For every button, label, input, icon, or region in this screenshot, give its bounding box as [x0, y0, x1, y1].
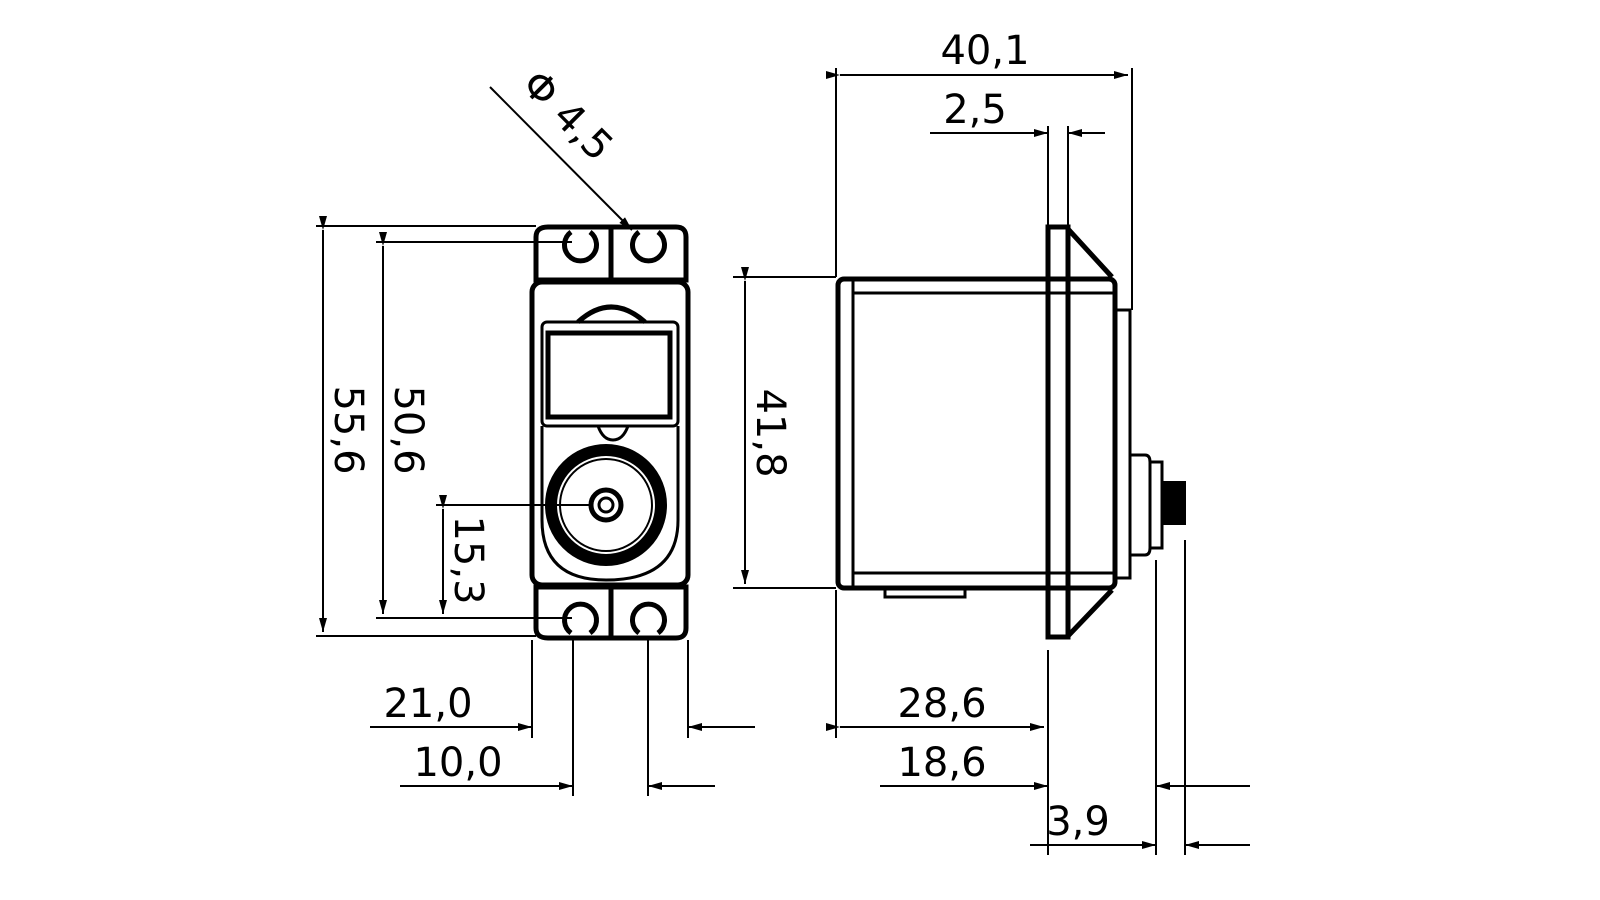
- dim-flange-thickness: 2,5: [943, 87, 1007, 133]
- dim-overall-depth: 40,1: [940, 28, 1029, 74]
- output-shaft: [1162, 481, 1186, 525]
- body-outline: [529, 279, 691, 588]
- dim-shaft-length: 3,9: [1046, 799, 1110, 845]
- bottom-flange: [533, 584, 689, 641]
- side-dimensions: 40,1 2,5 41,8 28,6 18,6 3,9: [733, 28, 1250, 855]
- mounting-flange: [1045, 224, 1071, 640]
- dim-flange-to-shaft: 18,6: [897, 740, 986, 786]
- dim-hole-diameter: Φ 4,5: [513, 61, 622, 170]
- front-view: [529, 224, 691, 641]
- label-plate: [540, 320, 680, 428]
- dim-hole-spacing-height: 50,6: [385, 385, 431, 474]
- dim-overall-height: 55,6: [325, 385, 371, 474]
- top-flange: [533, 224, 689, 283]
- dim-body-depth: 28,6: [897, 681, 986, 727]
- dim-overall-width: 21,0: [383, 681, 472, 727]
- dim-shaft-offset: 15,3: [445, 515, 491, 604]
- dim-hole-spacing-width: 10,0: [413, 740, 502, 786]
- output-shaft-base: [1148, 460, 1164, 550]
- side-body: [835, 276, 1118, 591]
- side-view: [835, 224, 1186, 640]
- dim-body-height: 41,8: [747, 388, 793, 477]
